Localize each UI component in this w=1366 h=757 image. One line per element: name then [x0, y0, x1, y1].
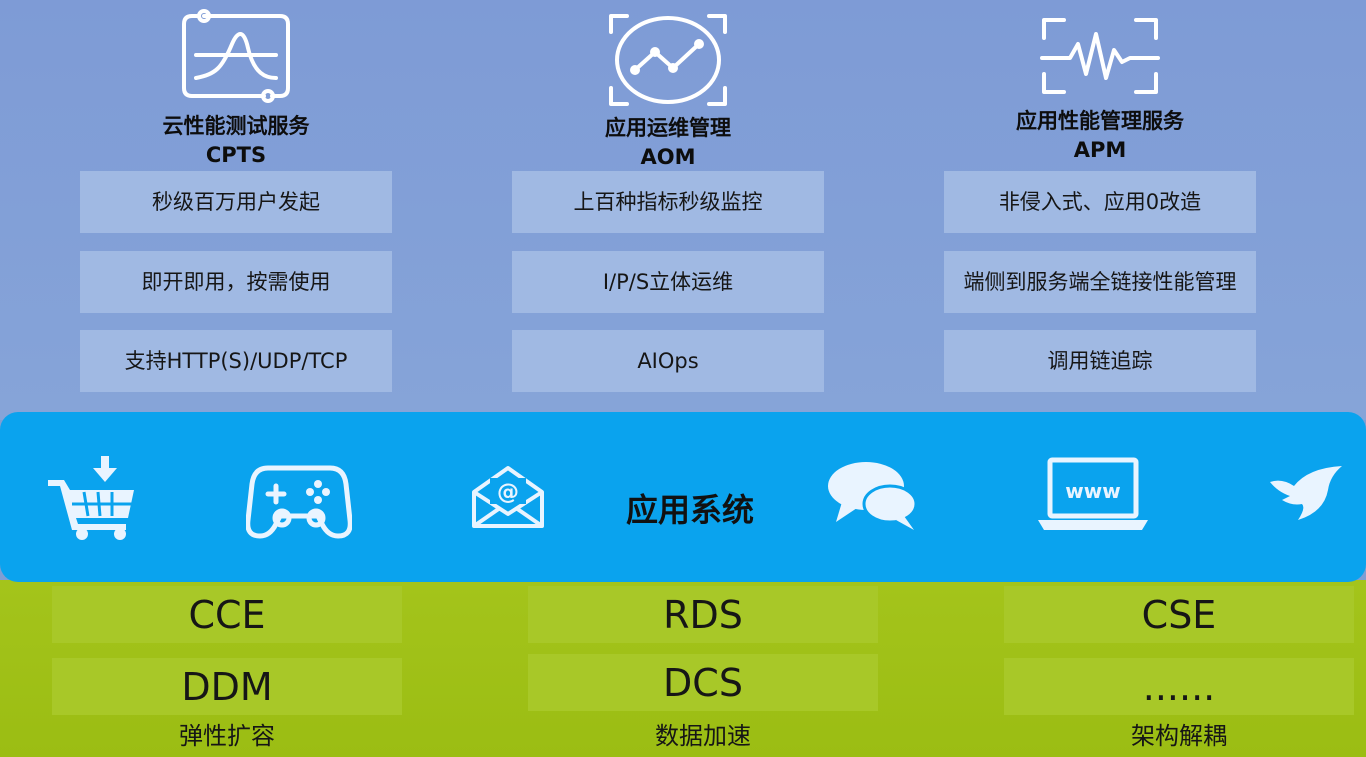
service-title: 应用性能管理服务 — [1016, 109, 1184, 133]
service-column-apm: 应用性能管理服务 APM 非侵入式、应用0改造 端侧到服务端全链接性能管理 调用… — [944, 0, 1256, 420]
group-caption: 数据加速 — [655, 722, 751, 750]
feature-text: 支持HTTP(S)/UDP/TCP — [124, 349, 348, 373]
service-cell: RDS — [528, 586, 878, 643]
service-cell: DDM — [52, 658, 402, 715]
feature-text: 上百种指标秒级监控 — [573, 190, 763, 214]
feature-box: 秒级百万用户发起 — [80, 171, 392, 233]
feature-box: 上百种指标秒级监控 — [512, 171, 824, 233]
service-name: ...... — [1142, 664, 1216, 709]
shopping-cart-icon — [48, 456, 134, 540]
service-code: CPTS — [205, 143, 267, 167]
service-cell: DCS — [528, 654, 878, 711]
feature-text: 端侧到服务端全链接性能管理 — [963, 270, 1237, 294]
service-code: AOM — [640, 145, 696, 169]
feature-text: I/P/S立体运维 — [602, 270, 734, 294]
feature-text: AIOps — [637, 349, 699, 373]
service-name: DCS — [663, 660, 743, 705]
feature-box: 即开即用，按需使用 — [80, 251, 392, 313]
feature-box: 端侧到服务端全链接性能管理 — [944, 251, 1256, 313]
feature-box: 支持HTTP(S)/UDP/TCP — [80, 330, 392, 392]
service-name: RDS — [663, 592, 743, 637]
service-cell: CCE — [52, 586, 402, 643]
service-name: CCE — [188, 592, 266, 637]
app-system-title: 应用系统 — [625, 491, 754, 529]
line-chart-icon — [609, 14, 727, 106]
service-title: 云性能测试服务 — [162, 114, 310, 138]
service-code: APM — [1073, 138, 1127, 162]
chart-curve-icon — [182, 9, 290, 103]
group-caption: 架构解耦 — [1131, 722, 1227, 750]
service-name: CSE — [1141, 592, 1217, 637]
service-title: 应用运维管理 — [605, 116, 731, 140]
feature-text: 即开即用，按需使用 — [141, 270, 331, 294]
email-icon: @ — [472, 466, 544, 528]
feature-text: 调用链追踪 — [1047, 349, 1153, 373]
feature-box: I/P/S立体运维 — [512, 251, 824, 313]
group-caption: 弹性扩容 — [179, 722, 275, 750]
middleware-section: CCE DDM 弹性扩容 RDS DCS 数据加速 CSE ...... 架构解… — [0, 580, 1366, 757]
service-cell: CSE — [1004, 586, 1354, 643]
feature-box: 调用链追踪 — [944, 330, 1256, 392]
laptop-www-label: www — [1065, 479, 1120, 503]
feature-box: 非侵入式、应用0改造 — [944, 171, 1256, 233]
service-column-cpts: 云性能测试服务 CPTS 秒级百万用户发起 即开即用，按需使用 支持HTTP(S… — [80, 0, 392, 420]
gamepad-icon — [246, 465, 352, 539]
service-column-aom: 应用运维管理 AOM 上百种指标秒级监控 I/P/S立体运维 AIOps — [512, 0, 824, 420]
www-laptop-icon: www — [1038, 457, 1148, 530]
svg-text:@: @ — [497, 480, 519, 505]
chat-bubbles-icon — [828, 462, 918, 530]
application-system-band: @ 应用系统 www — [0, 412, 1366, 582]
feature-text: 秒级百万用户发起 — [152, 190, 320, 214]
service-name: DDM — [181, 664, 273, 709]
service-cell: ...... — [1004, 658, 1354, 715]
waveform-icon — [1040, 18, 1160, 94]
feature-text: 非侵入式、应用0改造 — [998, 190, 1202, 214]
feature-box: AIOps — [512, 330, 824, 392]
monitoring-services-section: 云性能测试服务 CPTS 秒级百万用户发起 即开即用，按需使用 支持HTTP(S… — [0, 0, 1366, 420]
bird-icon — [1270, 466, 1342, 520]
